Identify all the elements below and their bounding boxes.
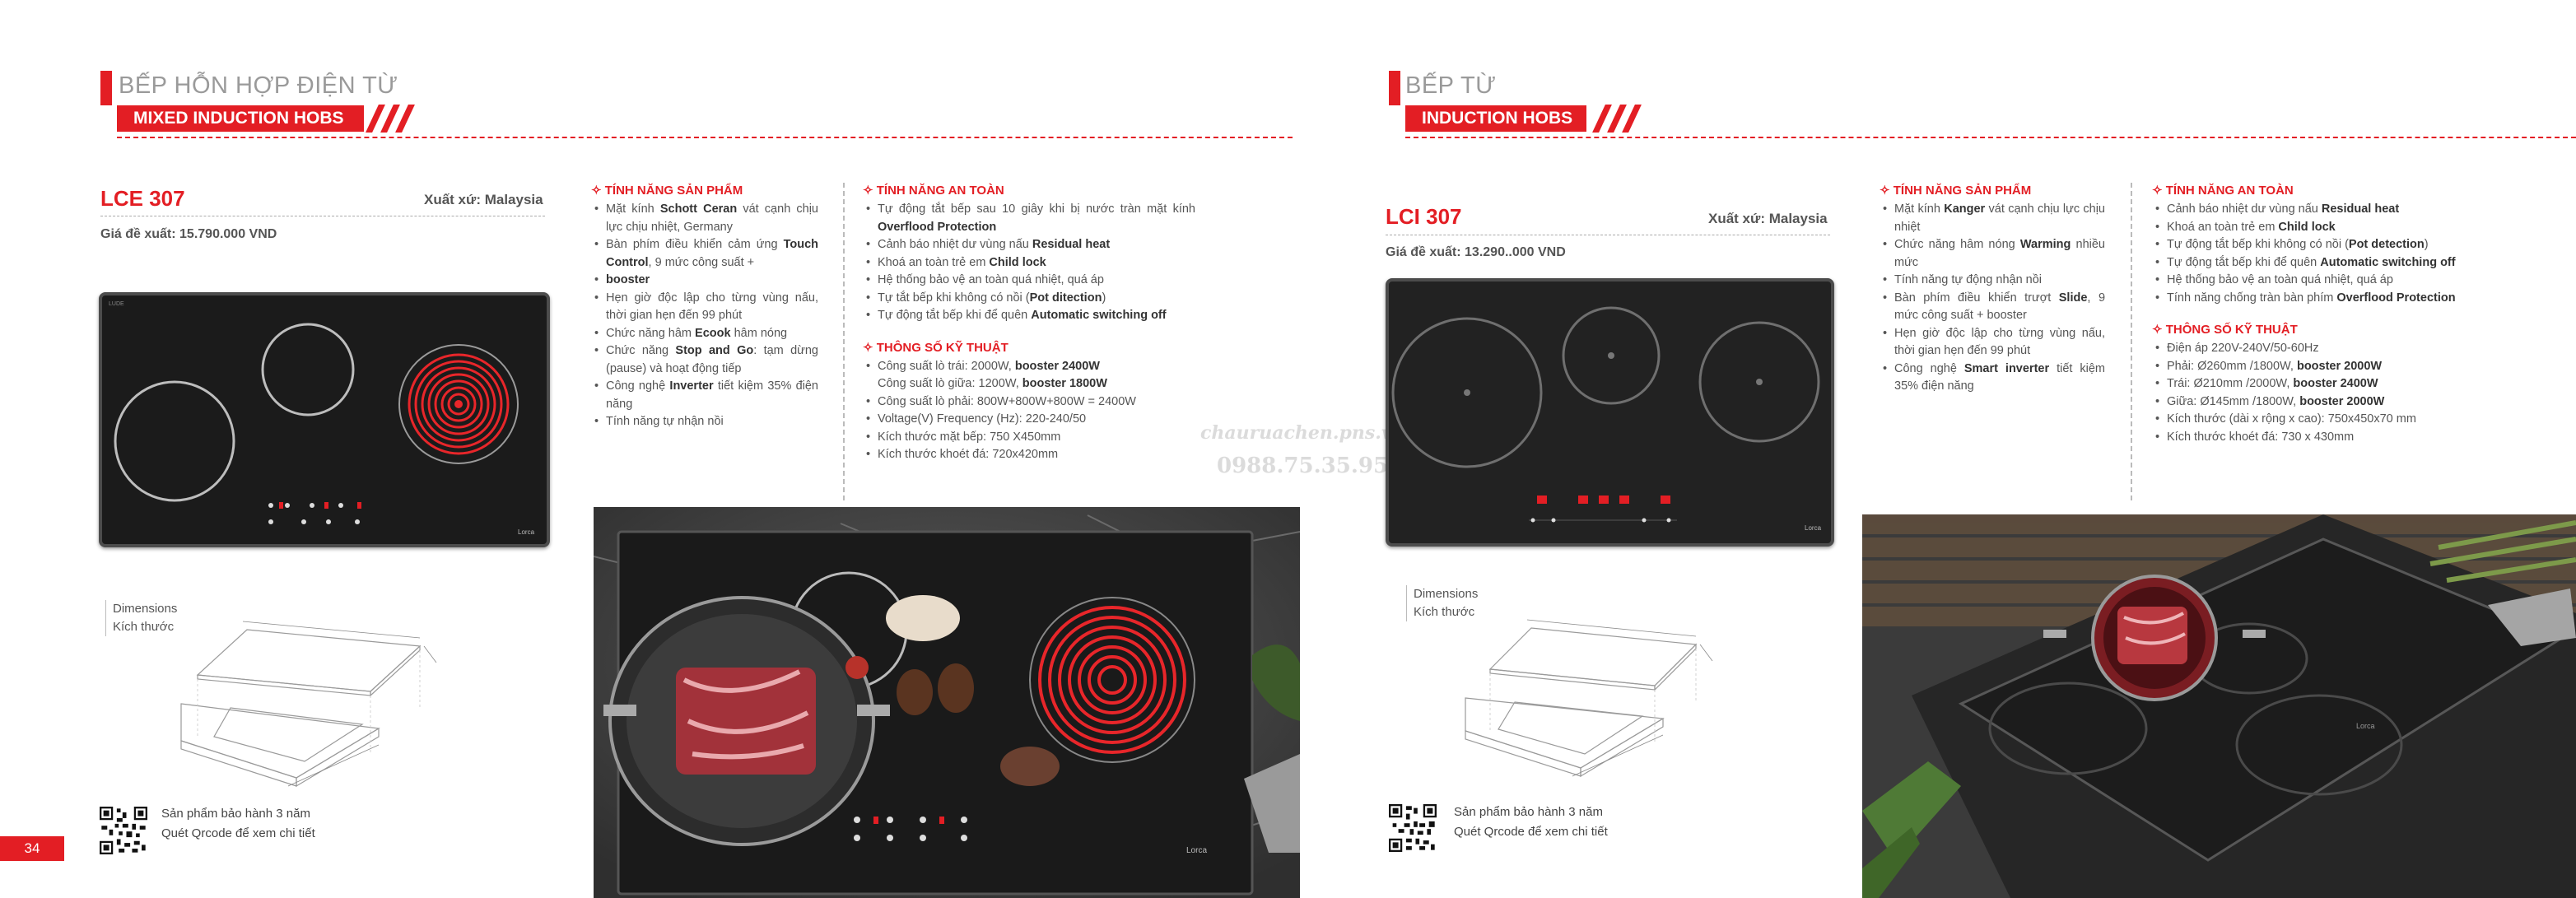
section-subtitle: INDUCTION HOBS <box>1405 105 1586 132</box>
spec-item: Điện áp 220V-240V/50-60Hz <box>2152 340 2465 358</box>
safety-item: Tự tắt bếp khi không có nồi (Pot ditecti… <box>863 290 1195 308</box>
section-title: BẾP TỪ <box>1405 72 1497 99</box>
svg-text:Lorca: Lorca <box>1186 846 1207 855</box>
dimensions-label: Dimensions Kích thước <box>1406 585 1478 621</box>
specs-list: Công suất lò trái: 2000W, booster 2400WC… <box>863 358 1195 464</box>
specs-heading: ✧ THÔNG SỐ KỸ THUẬT <box>2152 323 2298 337</box>
feature-item: Mặt kính Kanger vát cạnh chịu lực chịu n… <box>1880 201 2105 236</box>
decor-slash <box>395 105 415 133</box>
page-number: 34 <box>0 836 64 861</box>
watermark-phone: 0988.75.35.95 <box>1217 454 1389 478</box>
qr-code[interactable] <box>99 807 148 854</box>
section-divider <box>117 137 1293 138</box>
spec-item: Giữa: Ø145mm /1800W, booster 2000W <box>2152 393 2465 412</box>
column-divider <box>2131 183 2132 500</box>
features-list: Mặt kính Kanger vát cạnh chịu lực chịu n… <box>1880 201 2105 396</box>
feature-item: Công nghệ Inverter tiết kiệm 35% điện nă… <box>591 378 818 413</box>
features-list: Mặt kính Schott Ceran vát cạnh chịu lực … <box>591 201 818 431</box>
hob-image-lce307: LUDE Lorca <box>99 292 550 547</box>
safety-item: Tự động tắt bếp khi để quên Automatic sw… <box>863 307 1195 325</box>
column-divider <box>843 183 845 500</box>
lifestyle-photo-lce307: Lorca <box>594 507 1300 898</box>
origin: Xuất xứ: Malaysia <box>424 192 543 207</box>
specs-heading: ✧ THÔNG SỐ KỸ THUẬT <box>863 340 1009 355</box>
svg-text:Lorca: Lorca <box>1805 524 1822 532</box>
dimensions-label: Dimensions Kích thước <box>105 600 177 636</box>
section-title: BẾP HỖN HỢP ĐIỆN TỪ <box>119 72 398 99</box>
price: Giá đề xuất: 15.790.000 VND <box>100 227 277 241</box>
warranty-text: Sản phẩm bảo hành 3 năm Quét Qrcode để x… <box>161 807 315 840</box>
features-heading: ✧ TÍNH NĂNG SẢN PHẨM <box>591 184 743 198</box>
feature-item: Tính năng tự nhận nồi <box>591 413 818 431</box>
dimensions-diagram <box>180 621 437 788</box>
safety-item: Cảnh báo nhiệt dư vùng nấu Residual heat <box>2152 201 2465 219</box>
warranty-text: Sản phẩm bảo hành 3 năm Quét Qrcode để x… <box>1454 805 1608 839</box>
features-column: ✧ TÍNH NĂNG SẢN PHẨM Mặt kính Kanger vát… <box>1880 183 2105 396</box>
safety-item: Khoá an toàn trẻ em Child lock <box>2152 219 2465 237</box>
safety-column: ✧ TÍNH NĂNG AN TOÀN Tự động tắt bếp sau … <box>863 183 1195 464</box>
spec-item: Công suất lò phải: 800W+800W+800W = 2400… <box>863 393 1195 412</box>
hob-image-lci307: Lorca <box>1386 278 1834 547</box>
spec-item: Kích thước khoét đá: 720x420mm <box>863 446 1195 464</box>
feature-item: Hẹn giờ độc lập cho từng vùng nấu, thời … <box>591 290 818 325</box>
spec-item: Voltage(V) Frequency (Hz): 220-240/50 <box>863 411 1195 429</box>
safety-list: Cảnh báo nhiệt dư vùng nấu Residual heat… <box>2152 201 2465 307</box>
specs-list: Điện áp 220V-240V/50-60HzPhải: Ø260mm /1… <box>2152 340 2465 446</box>
spec-item: Công suất lò trái: 2000W, booster 2400W <box>863 358 1195 376</box>
spec-item: Trái: Ø210mm /2000W, booster 2400W <box>2152 375 2465 393</box>
feature-item: Tính năng tự động nhận nồi <box>1880 272 2105 290</box>
safety-column: ✧ TÍNH NĂNG AN TOÀN Cảnh báo nhiệt dư vù… <box>2152 183 2465 446</box>
spec-item: Kích thước (dài x rộng x cao): 750x450x7… <box>2152 411 2465 429</box>
spec-item: Phải: Ø260mm /1800W, booster 2000W <box>2152 358 2465 376</box>
section-subtitle: MIXED INDUCTION HOBS <box>117 105 364 132</box>
lifestyle-photo-lci307: Lorca <box>1862 514 2576 898</box>
safety-item: Tự động tắt bếp sau 10 giây khi bị nước … <box>863 201 1195 236</box>
svg-text:Lorca: Lorca <box>2356 722 2375 730</box>
svg-text:LUDE: LUDE <box>109 301 124 307</box>
feature-item: Công nghệ Smart inverter tiết kiệm 35% đ… <box>1880 361 2105 396</box>
model-name: LCE 307 <box>100 186 185 211</box>
safety-list: Tự động tắt bếp sau 10 giây khi bị nước … <box>863 201 1195 325</box>
feature-item: Chức năng hâm nóng Warming nhiều mức <box>1880 236 2105 272</box>
spec-item: Kích thước khoét đá: 730 x 430mm <box>2152 429 2465 447</box>
safety-item: Hệ thống bảo vệ an toàn quá nhiệt, quá á… <box>863 272 1195 290</box>
safety-item: Tự động tắt bếp khi không có nồi (Pot de… <box>2152 236 2465 254</box>
feature-item: Bàn phím điều khiển cảm ứng Touch Contro… <box>591 236 818 272</box>
feature-item: Chức năng hâm Ecook hâm nóng <box>591 325 818 343</box>
feature-item: Hẹn giờ độc lập cho từng vùng nấu, thời … <box>1880 325 2105 361</box>
price: Giá đề xuất: 13.290..000 VND <box>1386 245 1566 259</box>
feature-item: booster <box>591 272 818 290</box>
safety-item: Hệ thống bảo vệ an toàn quá nhiệt, quá á… <box>2152 272 2465 290</box>
spec-item: Công suất lò giữa: 1200W, booster 1800W <box>878 377 1107 390</box>
watermark-site: chauruachen.pns.vn <box>1200 422 1405 444</box>
safety-item: Khoá an toàn trẻ em Child lock <box>863 254 1195 272</box>
safety-heading: ✧ TÍNH NĂNG AN TOÀN <box>2152 184 2294 198</box>
features-column: ✧ TÍNH NĂNG SẢN PHẨM Mặt kính Schott Cer… <box>591 183 818 431</box>
safety-item: Cảnh báo nhiệt dư vùng nấu Residual heat <box>863 236 1195 254</box>
safety-item: Tự động tắt bếp khi để quên Automatic sw… <box>2152 254 2465 272</box>
decor-slash <box>1622 105 1642 133</box>
section-accent-bar <box>1389 71 1400 105</box>
features-heading: ✧ TÍNH NĂNG SẢN PHẨM <box>1880 184 2032 198</box>
safety-item: Tính năng chống tràn bàn phím Overflood … <box>2152 290 2465 308</box>
spec-item: Kích thước mặt bếp: 750 X450mm <box>863 429 1195 447</box>
feature-item: Chức năng Stop and Go: tạm dừng (pause) … <box>591 342 818 378</box>
svg-text:Lorca: Lorca <box>518 528 535 536</box>
origin: Xuất xứ: Malaysia <box>1708 211 1828 226</box>
section-accent-bar <box>100 71 112 105</box>
dimensions-diagram <box>1465 619 1713 778</box>
qr-code[interactable] <box>1388 804 1437 852</box>
safety-heading: ✧ TÍNH NĂNG AN TOÀN <box>863 184 1004 198</box>
feature-item: Mặt kính Schott Ceran vát cạnh chịu lực … <box>591 201 818 236</box>
section-divider <box>1405 137 2576 138</box>
feature-item: Bàn phím điều khiển trượt Slide, 9 mức c… <box>1880 290 2105 325</box>
model-name: LCI 307 <box>1386 204 1462 229</box>
